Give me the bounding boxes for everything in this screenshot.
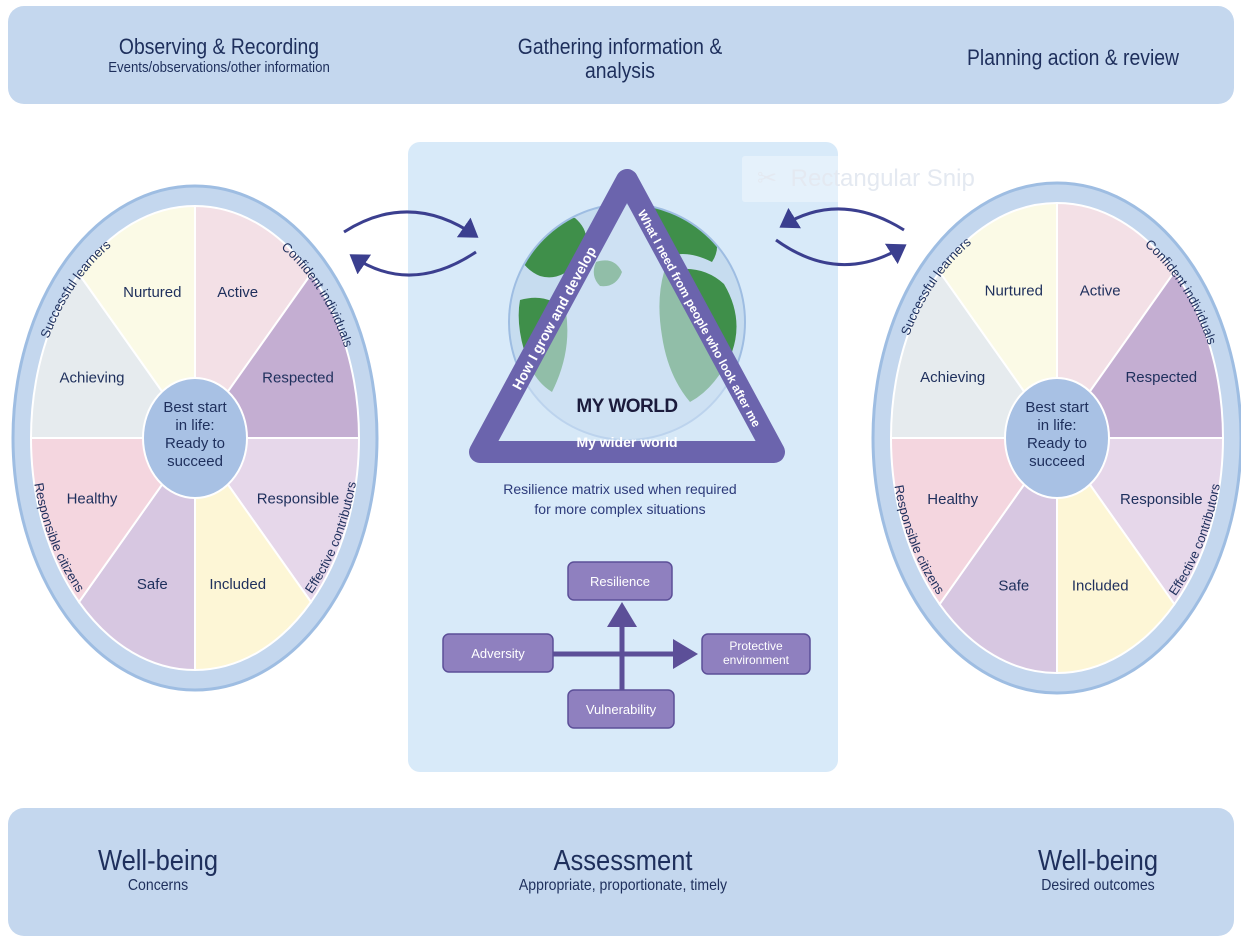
protective-environment-box: [701, 633, 811, 675]
triangle-bottom-label: My wider world: [576, 434, 677, 450]
segment-label-achieving: Achieving: [59, 370, 124, 387]
segment-achieving: [29, 272, 197, 439]
wellbeing-concerns-title: Well-being: [97, 845, 219, 877]
assessment-subtitle: Appropriate, proportionate, timely: [518, 877, 728, 894]
gathering-heading: Gathering information & analysis: [470, 35, 769, 83]
hub-line-3: Ready to: [165, 435, 225, 452]
gathering-title-line2: analysis: [585, 58, 655, 83]
wheel-segments: [889, 201, 1225, 675]
segment-nurtured: [77, 204, 196, 442]
arrow-to-wheel-right: [775, 238, 907, 267]
rectangular-snip-overlay: ✂ Rectangular Snip: [742, 156, 1080, 202]
segment-active: [194, 204, 313, 442]
hub-line-3: Ready to: [1027, 435, 1087, 452]
segment-safe: [938, 434, 1058, 675]
segment-label-responsible: Responsible: [257, 490, 340, 507]
adversity-label: Adversity: [471, 646, 525, 661]
hub-line-1: Best start: [1025, 399, 1089, 416]
protective-label-line2: environment: [723, 653, 790, 667]
cycle-arrows-left: [343, 210, 479, 277]
observing-recording-heading: Observing & Recording Events/observation…: [74, 34, 364, 77]
segment-label-achieving: Achieving: [920, 369, 985, 386]
segment-label-healthy: Healthy: [927, 491, 978, 508]
hub-line-4: succeed: [167, 453, 223, 470]
my-world-title: MY WORLD: [576, 396, 677, 417]
segment-label-healthy: Healthy: [67, 490, 118, 507]
planning-heading: Planning action & review: [928, 46, 1218, 70]
hub-line-4: succeed: [1029, 453, 1085, 470]
hub-line-2: in life:: [1037, 417, 1076, 434]
planning-title: Planning action & review: [966, 45, 1179, 70]
assessment-heading: Assessment Appropriate, proportionate, t…: [478, 846, 768, 895]
segment-nurtured: [938, 201, 1058, 442]
resilience-matrix: Resilience Adversity Protective environm…: [442, 561, 811, 729]
segment-label-included: Included: [209, 576, 266, 593]
wellbeing-concerns-heading: Well-being Concerns: [52, 846, 263, 895]
segment-healthy: [29, 437, 197, 604]
segment-label-nurtured: Nurtured: [123, 284, 181, 301]
wellbeing-concerns-subtitle: Concerns: [127, 877, 189, 894]
gathering-title-line1: Gathering information &: [517, 34, 723, 59]
vulnerability-label: Vulnerability: [586, 702, 657, 717]
segment-included: [1056, 434, 1176, 675]
center-hub: [142, 377, 248, 499]
segment-label-responsible: Responsible: [1120, 491, 1203, 508]
resilience-box: [567, 561, 673, 601]
segment-label-safe: Safe: [137, 576, 168, 593]
segment-responsible: [193, 437, 361, 604]
resilience-caption-line2: for more complex situations: [534, 501, 705, 517]
segment-healthy: [889, 437, 1059, 606]
center-hub: [1004, 377, 1110, 499]
wellbeing-outcomes-subtitle: Desired outcomes: [1041, 877, 1155, 894]
arrow-to-myworld-left: [343, 210, 479, 238]
segment-included: [194, 434, 313, 672]
segment-label-active: Active: [1080, 282, 1121, 299]
wellbeing-outcomes-title: Well-being: [1037, 845, 1159, 877]
segment-label-safe: Safe: [998, 578, 1029, 595]
vulnerability-box: [567, 689, 675, 729]
assessment-title: Assessment: [553, 845, 693, 877]
segment-safe: [77, 434, 196, 672]
top-banner: Observing & Recording Events/observation…: [8, 6, 1234, 104]
cycle-arrows-right: [775, 207, 907, 267]
segment-label-respected: Respected: [1125, 369, 1197, 386]
protective-label-line1: Protective: [729, 639, 783, 653]
segment-label-included: Included: [1072, 578, 1129, 595]
segment-responsible: [1055, 437, 1225, 606]
resilience-caption-line1: Resilience matrix used when required: [503, 481, 736, 497]
arrow-from-myworld-left: [349, 250, 477, 277]
segment-label-respected: Respected: [262, 370, 334, 387]
observing-title: Observing & Recording: [118, 34, 320, 59]
hub-line-2: in life:: [175, 417, 214, 434]
bottom-banner: Well-being Concerns Assessment Appropria…: [8, 808, 1234, 936]
snip-label: Rectangular Snip: [790, 165, 975, 192]
segment-active: [1056, 201, 1176, 442]
observing-subtitle: Events/observations/other information: [108, 59, 330, 76]
wheel-segments: [29, 204, 361, 672]
segment-respected: [1055, 270, 1225, 439]
segment-achieving: [889, 270, 1059, 439]
resilience-label: Resilience: [590, 574, 650, 589]
hub-line-1: Best start: [163, 399, 227, 416]
segment-label-active: Active: [217, 284, 258, 301]
adversity-box: [442, 633, 554, 673]
wellbeing-outcomes-heading: Well-being Desired outcomes: [992, 846, 1203, 895]
segment-label-nurtured: Nurtured: [985, 282, 1043, 299]
scissors-icon: ✂: [756, 165, 778, 192]
triangle-frame: [469, 169, 785, 463]
arrow-from-wheel-right: [779, 207, 905, 232]
segment-respected: [193, 272, 361, 439]
